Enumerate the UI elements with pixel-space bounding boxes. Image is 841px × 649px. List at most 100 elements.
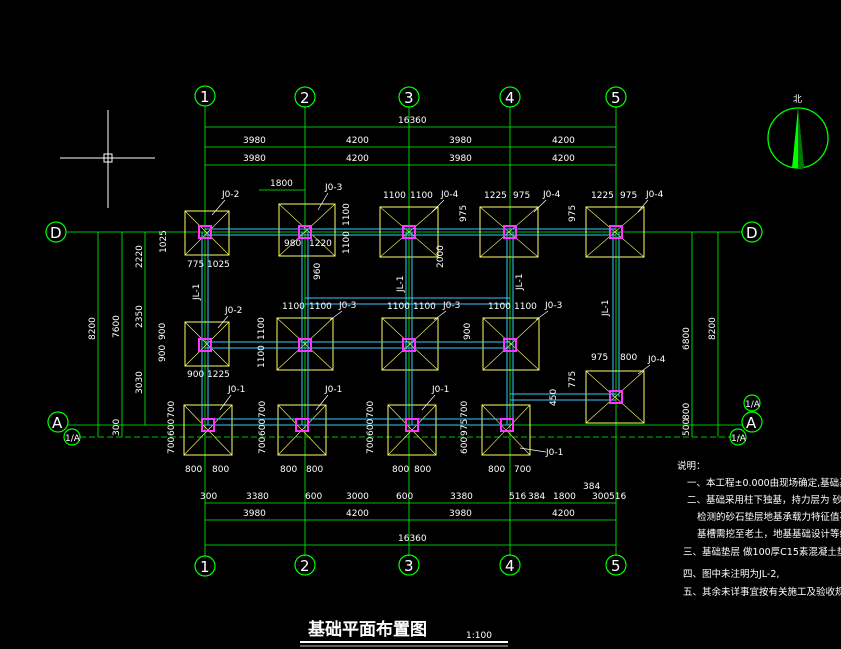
dim-text: 900 <box>158 345 168 362</box>
dim-text: 700 <box>366 437 376 454</box>
dims-right-text: 8200 6800 500 800 <box>682 317 718 436</box>
dim-text: 1025 <box>207 260 230 270</box>
dim-text: 3380 <box>246 492 269 502</box>
axis-label: 4 <box>505 89 515 107</box>
north-label: 北 <box>793 94 802 105</box>
note-line: 检测的砂石垫层地基承载力特征值不应小 <box>697 511 841 523</box>
dim-text: 1225 <box>591 191 614 201</box>
dim-text: 8200 <box>88 317 98 340</box>
dim-text: 1225 <box>207 370 230 380</box>
dims-left-text: 8200 7600 2220 2350 3030 300 <box>88 245 145 436</box>
dim-text: 1100 <box>342 203 352 226</box>
column-pier <box>402 225 416 239</box>
dim-text: 300 <box>592 492 609 502</box>
dim-text: 975 <box>459 205 469 222</box>
dim-text: 3980 <box>449 136 472 146</box>
beam-label: JL-1 <box>396 276 406 293</box>
footing-label: J0-2 <box>221 190 239 200</box>
axis-label: 1/A <box>731 434 747 444</box>
note-line: 五、其余未详事宜按有关施工及验收规范要求 <box>683 586 841 598</box>
footing-pad <box>278 203 336 257</box>
dim-text: 975 <box>513 191 530 201</box>
dim-text: 3000 <box>346 492 369 502</box>
dim-text: 800 <box>392 465 409 475</box>
footing-label: J0-1 <box>431 385 449 395</box>
column-pier <box>609 390 623 404</box>
footing-label: J0-4 <box>440 190 459 200</box>
dim-text: 800 <box>488 465 505 475</box>
axis-label: 1/A <box>745 400 761 410</box>
dim-text: 4200 <box>552 136 575 146</box>
dim-text: 800 <box>306 465 323 475</box>
column-pier <box>503 225 517 239</box>
column-pier <box>198 225 212 239</box>
dims-top-lines <box>205 126 616 191</box>
footing-pad <box>184 321 230 367</box>
dim-text: 700 <box>366 401 376 418</box>
dim-text: 3980 <box>243 136 266 146</box>
dim-text: 700 <box>258 437 268 454</box>
footing-pad <box>184 210 230 256</box>
columns-layer <box>198 225 623 432</box>
dim-text: 975 <box>591 353 608 363</box>
axis-label: 2 <box>300 557 310 575</box>
ucs-crosshair-icon <box>60 110 155 208</box>
dim-text: 700 <box>167 437 177 454</box>
drawing-scale: 1:100 <box>466 631 492 641</box>
dim-text: 384 <box>528 492 545 502</box>
dim-text: 2000 <box>436 245 446 268</box>
dim-text: 1100 <box>257 345 267 368</box>
dim-text: 3380 <box>450 492 473 502</box>
axis-label: 5 <box>611 89 621 107</box>
grid-lines <box>67 106 742 556</box>
note-line: 二、基础采用柱下独基，持力层为 砂石土层 <box>687 494 841 506</box>
dim-text: 775 <box>187 260 204 270</box>
dim-text: 1800 <box>270 179 293 189</box>
dim-text: 516 <box>509 492 526 502</box>
dim-text: 450 <box>549 389 559 406</box>
dims-top-text: 16360 3980 4200 3980 4200 3980 4200 3980… <box>243 116 575 189</box>
axis-label: 3 <box>404 89 414 107</box>
dim-text: 300 <box>112 419 122 436</box>
note-line: 一、本工程±0.000由现场确定,基础基底标 <box>687 477 841 489</box>
dim-text: 4200 <box>346 509 369 519</box>
dim-text: 516 <box>609 492 626 502</box>
dim-text: 975 <box>568 205 578 222</box>
axis-label: 4 <box>505 557 515 575</box>
footing-label: J0-1 <box>227 385 245 395</box>
axis-label: 5 <box>611 557 621 575</box>
dim-text: 1100 <box>387 302 410 312</box>
dim-text: 1100 <box>257 317 267 340</box>
dim-text: 700 <box>167 401 177 418</box>
drawing-title-block: 基础平面布置图 1:100 <box>300 619 508 647</box>
axis-labels: 1 2 3 4 5 1 2 3 4 5 D A 1/A D 1/A A 1/A <box>50 88 761 576</box>
dim-text: 900 <box>158 323 168 340</box>
axis-label: A <box>746 414 757 432</box>
dim-text: 3030 <box>135 371 145 394</box>
dim-text: 700 <box>258 401 268 418</box>
axis-label: 1 <box>200 558 210 576</box>
dim-text: 1100 <box>309 302 332 312</box>
dim-text: 1025 <box>159 230 169 253</box>
footing-label: J0-2 <box>224 306 242 316</box>
footing-leaders <box>211 192 651 453</box>
axis-label: 1/A <box>65 434 81 444</box>
dims-bottom-lines <box>205 502 616 546</box>
footing-label: J0-3 <box>324 183 342 193</box>
dim-text: 975 <box>620 191 637 201</box>
footing-label: J0-3 <box>338 301 356 311</box>
dim-text: 700 <box>514 465 531 475</box>
dim-text: 4200 <box>346 136 369 146</box>
axis-label: D <box>746 224 758 242</box>
footing-pad <box>585 206 645 258</box>
dim-text: 980 <box>284 239 301 249</box>
axis-label: 2 <box>300 89 310 107</box>
dim-text: 900 <box>187 370 204 380</box>
column-pier <box>295 418 309 432</box>
footing-label: J0-3 <box>442 301 460 311</box>
footing-label: J0-3 <box>544 301 562 311</box>
dim-text: 1100 <box>383 191 406 201</box>
dim-text: 1800 <box>553 492 576 502</box>
dim-text: 1220 <box>309 239 332 249</box>
